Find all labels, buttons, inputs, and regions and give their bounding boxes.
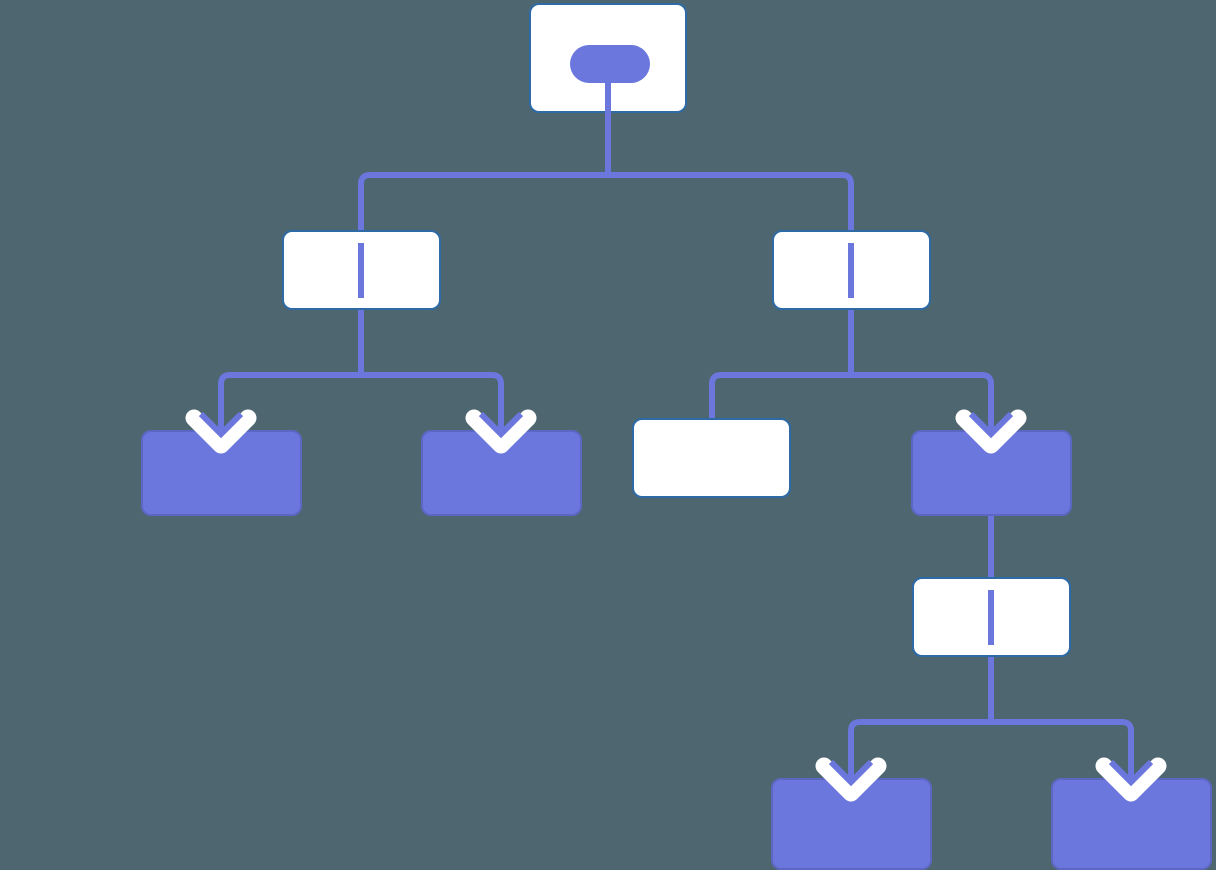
node-level1-left[interactable] xyxy=(282,230,441,310)
node-root-pill xyxy=(570,45,650,83)
edge-l1a-l2b xyxy=(361,372,504,430)
node-leaf-5[interactable] xyxy=(1051,778,1212,870)
node-level1-right[interactable] xyxy=(772,230,931,310)
edge-l1b-l2d xyxy=(851,372,994,430)
node-level3-white[interactable] xyxy=(912,577,1071,657)
node-leaf-4[interactable] xyxy=(771,778,932,870)
edge-l3a-l4b xyxy=(991,719,1134,778)
edge-root-l1b xyxy=(608,172,854,230)
node-branch-right[interactable] xyxy=(911,430,1072,516)
edge-root-l1a xyxy=(358,172,608,230)
node-leaf-2[interactable] xyxy=(421,430,582,516)
node-root[interactable] xyxy=(529,3,687,113)
edge-l1b-l2c xyxy=(709,372,851,418)
node-leaf-3-white[interactable] xyxy=(632,418,791,498)
node-leaf-1[interactable] xyxy=(141,430,302,516)
edge-l3a-l4a xyxy=(848,719,991,778)
edge-l1a-l2a xyxy=(218,372,361,430)
